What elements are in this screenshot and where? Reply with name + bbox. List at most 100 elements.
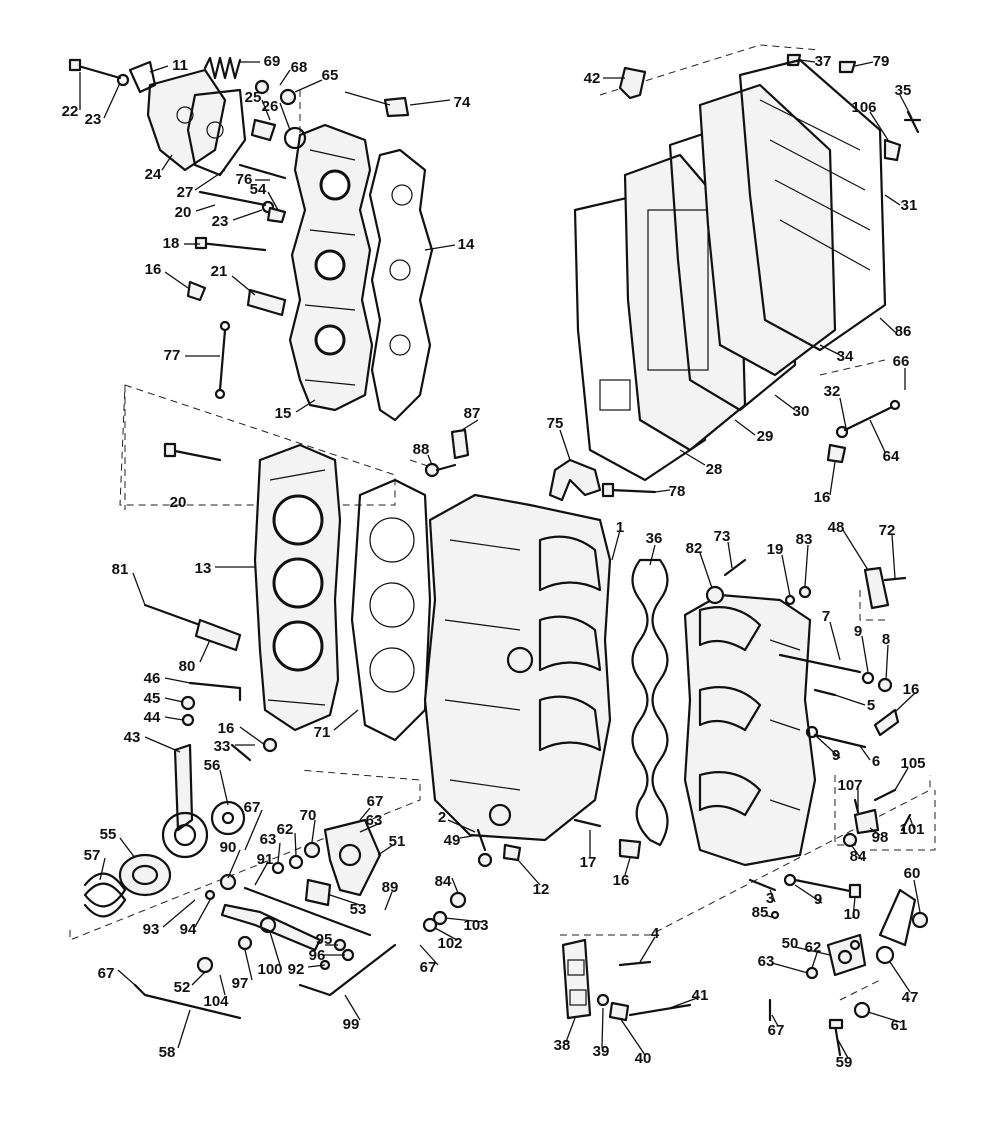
- callout-75: 75: [547, 415, 564, 432]
- callout-39: 39: [593, 1043, 610, 1060]
- callout-56: 56: [204, 757, 221, 774]
- callout-21: 21: [211, 263, 228, 280]
- crankcase-block: [423, 493, 612, 842]
- callout-33: 33: [214, 738, 231, 755]
- callout-76: 76: [236, 171, 253, 188]
- callout-34: 34: [837, 348, 854, 365]
- bracket-75: [548, 458, 657, 502]
- bolts-right: [705, 558, 912, 920]
- callout-60: 60: [904, 865, 921, 882]
- callout-86: 86: [895, 323, 912, 340]
- callout-103: 103: [463, 917, 488, 934]
- spring-assembly: [83, 800, 246, 918]
- callout-70: 70: [300, 807, 317, 824]
- callout-93: 93: [143, 921, 160, 938]
- callout-14: 14: [458, 236, 475, 253]
- callout-9: 9: [832, 747, 840, 764]
- callout-23: 23: [85, 111, 102, 128]
- callout-18: 18: [163, 235, 180, 252]
- callout-10: 10: [844, 906, 861, 923]
- gasket-71: [350, 478, 432, 742]
- bolts-left: [68, 58, 287, 462]
- callout-31: 31: [901, 197, 918, 214]
- callout-68: 68: [291, 59, 308, 76]
- callout-84: 84: [850, 848, 867, 865]
- callout-107: 107: [837, 777, 862, 794]
- callout-15: 15: [275, 405, 292, 422]
- callout-67: 67: [768, 1022, 785, 1039]
- callout-91: 91: [257, 851, 274, 868]
- callout-106: 106: [851, 99, 876, 116]
- callout-9: 9: [814, 891, 822, 908]
- callout-46: 46: [144, 670, 161, 687]
- callout-44: 44: [144, 709, 161, 726]
- callout-81: 81: [112, 561, 129, 578]
- callout-53: 53: [350, 901, 367, 918]
- throttle-arm: [133, 873, 397, 1020]
- head-gasket: [368, 148, 434, 422]
- callout-27: 27: [177, 184, 194, 201]
- callout-83: 83: [796, 531, 813, 548]
- callout-20: 20: [170, 494, 187, 511]
- callout-12: 12: [533, 881, 550, 898]
- callout-57: 57: [84, 847, 101, 864]
- callout-84: 84: [435, 873, 452, 890]
- right-side-studs: [826, 399, 901, 464]
- callout-63: 63: [758, 953, 775, 970]
- callout-8: 8: [882, 631, 890, 648]
- callout-85: 85: [752, 904, 769, 921]
- callout-64: 64: [883, 448, 900, 465]
- callout-30: 30: [793, 403, 810, 420]
- callout-7: 7: [822, 608, 830, 625]
- callout-1: 1: [616, 519, 624, 536]
- callout-66: 66: [893, 353, 910, 370]
- throttle-linkage-left: [143, 603, 278, 859]
- callout-67: 67: [244, 799, 261, 816]
- callout-29: 29: [757, 428, 774, 445]
- callout-96: 96: [309, 947, 326, 964]
- callout-16: 16: [903, 681, 920, 698]
- callout-19: 19: [767, 541, 784, 558]
- callout-67: 67: [98, 965, 115, 982]
- callout-69: 69: [264, 53, 281, 70]
- throttle-cam: [271, 818, 382, 907]
- callout-51: 51: [389, 833, 406, 850]
- callout-40: 40: [635, 1050, 652, 1067]
- callout-16: 16: [814, 489, 831, 506]
- callout-63: 63: [366, 812, 383, 829]
- callout-45: 45: [144, 690, 161, 707]
- callout-88: 88: [413, 441, 430, 458]
- seal-strip-36: [631, 558, 669, 847]
- callout-13: 13: [195, 560, 212, 577]
- callout-59: 59: [836, 1054, 853, 1071]
- callout-9: 9: [854, 623, 862, 640]
- callout-95: 95: [316, 931, 333, 948]
- linkage-right: [768, 888, 929, 1057]
- exhaust-cover-13: [253, 443, 342, 732]
- callout-65: 65: [322, 67, 339, 84]
- callout-36: 36: [646, 530, 663, 547]
- callout-62: 62: [277, 821, 294, 838]
- callout-38: 38: [554, 1037, 571, 1054]
- callout-16: 16: [218, 720, 235, 737]
- spring-69: [203, 56, 242, 80]
- callout-16: 16: [145, 261, 162, 278]
- callout-49: 49: [444, 832, 461, 849]
- callout-50: 50: [782, 935, 799, 952]
- callout-37: 37: [815, 53, 832, 70]
- callout-3: 3: [766, 890, 774, 907]
- callout-79: 79: [873, 53, 890, 70]
- cover-plates: [573, 58, 887, 482]
- callout-101: 101: [899, 821, 924, 838]
- callout-80: 80: [179, 658, 196, 675]
- callout-2: 2: [438, 809, 446, 826]
- callout-28: 28: [706, 461, 723, 478]
- callout-87: 87: [464, 405, 481, 422]
- callout-52: 52: [174, 979, 191, 996]
- callout-5: 5: [867, 697, 875, 714]
- callout-48: 48: [828, 519, 845, 536]
- callout-25: 25: [245, 89, 262, 106]
- callout-23: 23: [212, 213, 229, 230]
- thermostat-cover: [128, 60, 247, 177]
- callout-58: 58: [159, 1044, 176, 1061]
